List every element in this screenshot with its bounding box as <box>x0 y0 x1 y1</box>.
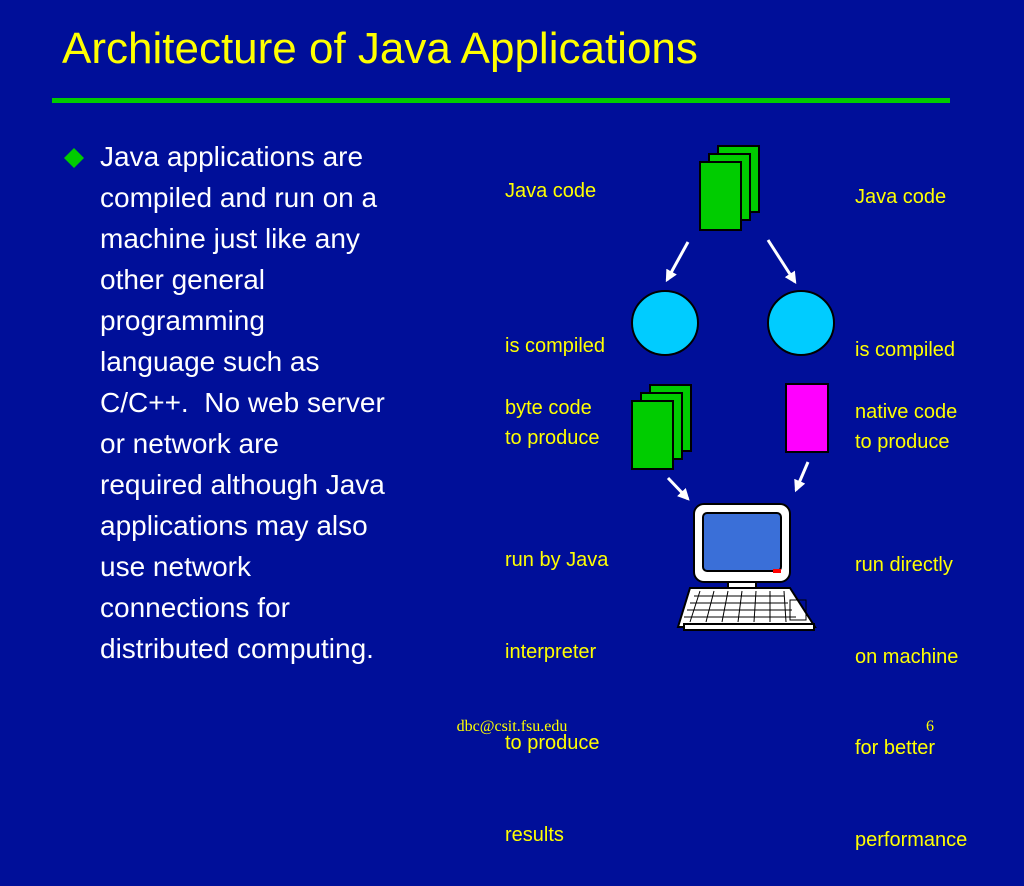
left-output-label: byte code <box>505 397 592 419</box>
label-line: is compiled <box>855 339 956 361</box>
native-code-block-icon <box>785 383 829 453</box>
bullet-line: other general <box>100 264 266 295</box>
bullet-line: compiled and run on a <box>100 182 378 213</box>
label-line: to produce <box>505 732 600 754</box>
bullet-line: Java applications are <box>100 141 364 172</box>
bullet-line: required although Java <box>100 469 385 500</box>
slide-title: Architecture of Java Applications <box>62 24 698 73</box>
compiler-circle-icon <box>631 290 699 356</box>
compiler-circle-icon <box>767 290 835 356</box>
bullet-line: programming <box>100 305 265 336</box>
bullet-line: language such as <box>100 346 320 377</box>
label-line: on machine <box>855 645 959 668</box>
right-source-label: Java code <box>855 186 947 208</box>
bullet-line: distributed computing. <box>100 633 374 664</box>
label-line: to produce <box>505 426 600 449</box>
bullet-line: connections for <box>100 592 290 623</box>
desktop-computer-icon <box>676 503 817 631</box>
label-line: run directly <box>855 554 953 576</box>
arrow-to-left-compiler <box>665 241 690 283</box>
label-line: results <box>505 823 564 846</box>
label-line: performance <box>855 828 968 851</box>
right-compile-label: is compiled to produce <box>855 274 955 488</box>
bullet-line: machine just like any <box>100 223 360 254</box>
left-run-label: run by Java interpreter to produce resul… <box>505 484 608 881</box>
label-line: to produce <box>855 430 950 453</box>
right-output-label: native code <box>855 401 958 423</box>
bullet-line: applications may also <box>100 510 368 541</box>
left-compile-label: is compiled to produce <box>505 270 605 484</box>
diamond-bullet-icon <box>64 148 84 168</box>
arrow-to-computer-left <box>666 476 690 501</box>
label-line: run by Java <box>505 549 609 571</box>
compilation-diagram <box>631 145 835 631</box>
bullet-line: use network <box>100 551 251 582</box>
right-run-label: run directly on machine for better perfo… <box>855 489 967 886</box>
bytecode-document-stack-icon <box>631 384 692 470</box>
arrow-to-computer-right <box>794 461 810 493</box>
label-line: interpreter <box>505 640 597 663</box>
title-underline <box>52 98 950 103</box>
bullet-line: or network are <box>100 428 279 459</box>
left-source-label: Java code <box>505 180 597 202</box>
label-line: is compiled <box>505 335 606 357</box>
page-number: 6 <box>926 718 934 735</box>
bullet-line: C/C++. No web server <box>100 387 385 418</box>
document-stack-icon <box>699 145 760 231</box>
footer-email: dbc@csit.fsu.edu <box>456 718 568 735</box>
arrow-to-right-compiler <box>766 239 797 285</box>
label-line: for better <box>855 737 936 759</box>
bullet-text: Java applications are compiled and run o… <box>100 136 460 669</box>
